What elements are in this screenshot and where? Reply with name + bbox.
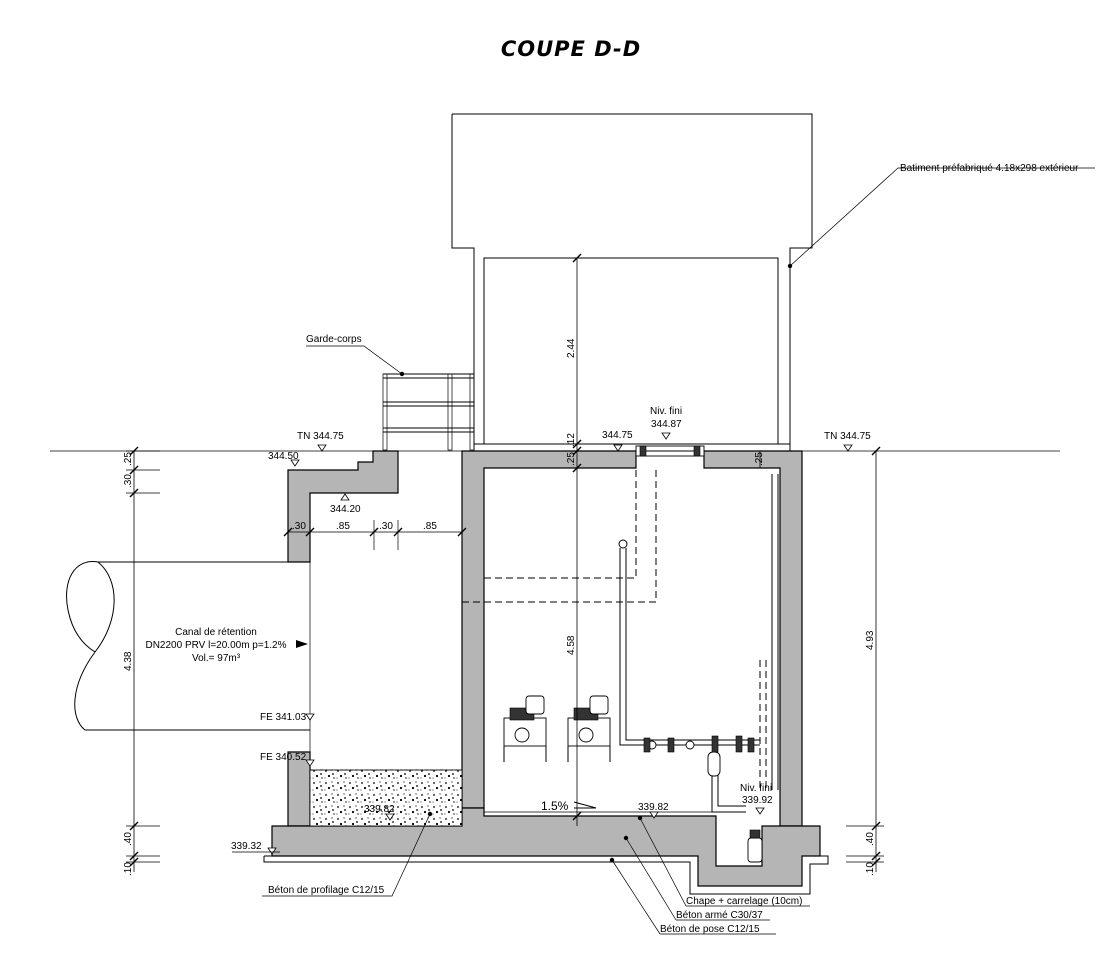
dim-right-493: 4.93	[865, 630, 876, 650]
label-canal-3: Vol.= 97m³	[192, 653, 241, 664]
dim-w4: .85	[423, 521, 437, 532]
label-344-50: 344.50	[268, 451, 299, 462]
dim-right	[846, 446, 884, 872]
dim-h458: 4.58	[566, 635, 577, 655]
label-canal-1: Canal de rétention	[175, 627, 257, 638]
pipework	[618, 474, 779, 813]
access-hatch	[635, 445, 705, 457]
label-fe-341: FE 341.03	[260, 712, 307, 723]
dim-w3: .30	[379, 521, 393, 532]
retention-pipe	[66, 561, 311, 752]
label-339-82-right: 339.82	[638, 802, 669, 813]
dim-right-10: .10	[865, 862, 876, 876]
dim-top-left	[283, 520, 467, 550]
profiling-concrete	[309, 769, 463, 827]
dim-center	[572, 253, 761, 826]
slope-symbol	[573, 801, 597, 809]
level-markers	[232, 432, 853, 855]
label-339-82-left: 339.82	[364, 804, 395, 815]
label-niv-fini-top: Niv. fini	[650, 406, 682, 417]
label-slope: 1.5%	[541, 799, 569, 813]
dim-left-10: .10	[123, 862, 134, 876]
leader-lines	[262, 167, 1095, 935]
flow-arrow	[296, 640, 308, 648]
dim-w1: .30	[292, 521, 306, 532]
label-beton-profilage: Béton de profilage C12/15	[268, 885, 385, 896]
label-garde-corps: Garde-corps	[306, 334, 362, 345]
prefab-building	[451, 113, 813, 451]
label-344-20: 344.20	[330, 504, 361, 515]
drawing-title: COUPE D-D	[501, 37, 641, 61]
dim-left-438: 4.38	[123, 651, 134, 671]
label-344-75: 344.75	[602, 430, 633, 441]
label-beton-arme: Béton armé C30/37	[676, 910, 763, 921]
dim-h25-r: .25	[754, 452, 765, 466]
label-tn-left: TN 344.75	[297, 431, 344, 442]
label-niv-fini-bottom: Niv. fini	[740, 783, 772, 794]
dim-left-30: .30	[123, 474, 134, 488]
label-fe-340: FE 340.52	[260, 752, 307, 763]
dim-left-25: .25	[123, 452, 134, 466]
dim-left-40: .40	[123, 832, 134, 846]
label-339-32: 339.32	[231, 841, 262, 852]
label-beton-pose: Béton de pose C12/15	[660, 924, 760, 935]
label-344-87: 344.87	[651, 419, 682, 430]
dim-right-40: .40	[865, 832, 876, 846]
sump-pump	[747, 829, 763, 863]
dim-h25-12: .25	[566, 452, 577, 466]
label-tn-right: TN 344.75	[824, 431, 871, 442]
label-canal-2: DN2200 PRV l=20.00m p=1.2%	[145, 640, 286, 651]
pump-left	[503, 695, 547, 762]
guard-rail	[382, 373, 475, 451]
hidden-lines	[462, 468, 657, 603]
dim-h244: 2.44	[566, 338, 577, 358]
label-batiment: Batiment préfabriqué 4.18x298 extérieur	[900, 163, 1079, 174]
dim-h12: .12	[566, 433, 577, 447]
label-chape: Chape + carrelage (10cm)	[686, 896, 802, 907]
blinding-layer	[263, 855, 829, 895]
dim-left	[126, 446, 160, 872]
pump-right	[567, 695, 611, 762]
dim-w2: .85	[336, 521, 350, 532]
label-339-92: 339.92	[742, 795, 773, 806]
